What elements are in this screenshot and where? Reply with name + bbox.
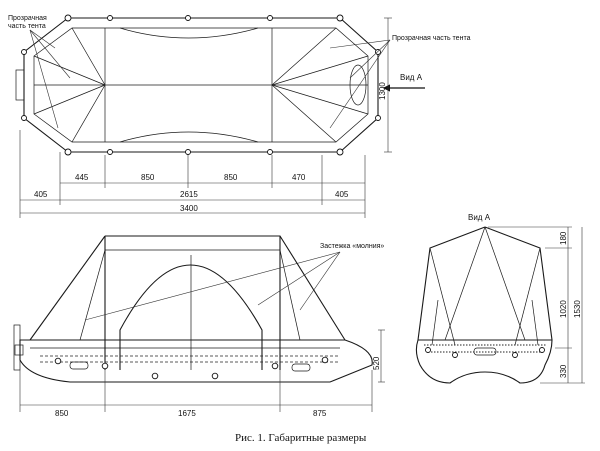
label-view-a-arrow: Вид А: [400, 73, 423, 82]
dim-180: 180: [559, 231, 568, 245]
dim-875: 875: [313, 409, 327, 418]
label-transparent-left-2: часть тента: [8, 23, 46, 30]
dim-1675: 1675: [178, 409, 196, 418]
dim-1300: 1300: [378, 82, 387, 100]
dim-445: 445: [75, 173, 89, 182]
dim-2615: 2615: [180, 190, 198, 199]
dim-405b: 405: [335, 190, 349, 199]
label-transparent-right: Прозрачная часть тента: [392, 35, 471, 42]
front-view: [415, 226, 585, 384]
dim-850b: 850: [224, 173, 238, 182]
dim-3400: 3400: [180, 204, 198, 213]
top-view: [15, 14, 425, 218]
dim-470: 470: [292, 173, 306, 182]
dim-850: 850: [55, 409, 69, 418]
dim-1530: 1530: [573, 300, 582, 318]
side-view: [13, 235, 385, 412]
figure-caption: Рис. 1. Габаритные размеры: [235, 432, 367, 444]
label-zipper: Застежка «молния»: [320, 243, 384, 250]
label-view-a-title: Вид А: [468, 213, 491, 222]
dim-520: 520: [372, 356, 381, 370]
label-transparent-left-1: Прозрачная: [8, 15, 47, 22]
dim-405a: 405: [34, 190, 48, 199]
dim-1020: 1020: [559, 300, 568, 318]
dim-850a: 850: [141, 173, 155, 182]
dim-330: 330: [559, 364, 568, 378]
